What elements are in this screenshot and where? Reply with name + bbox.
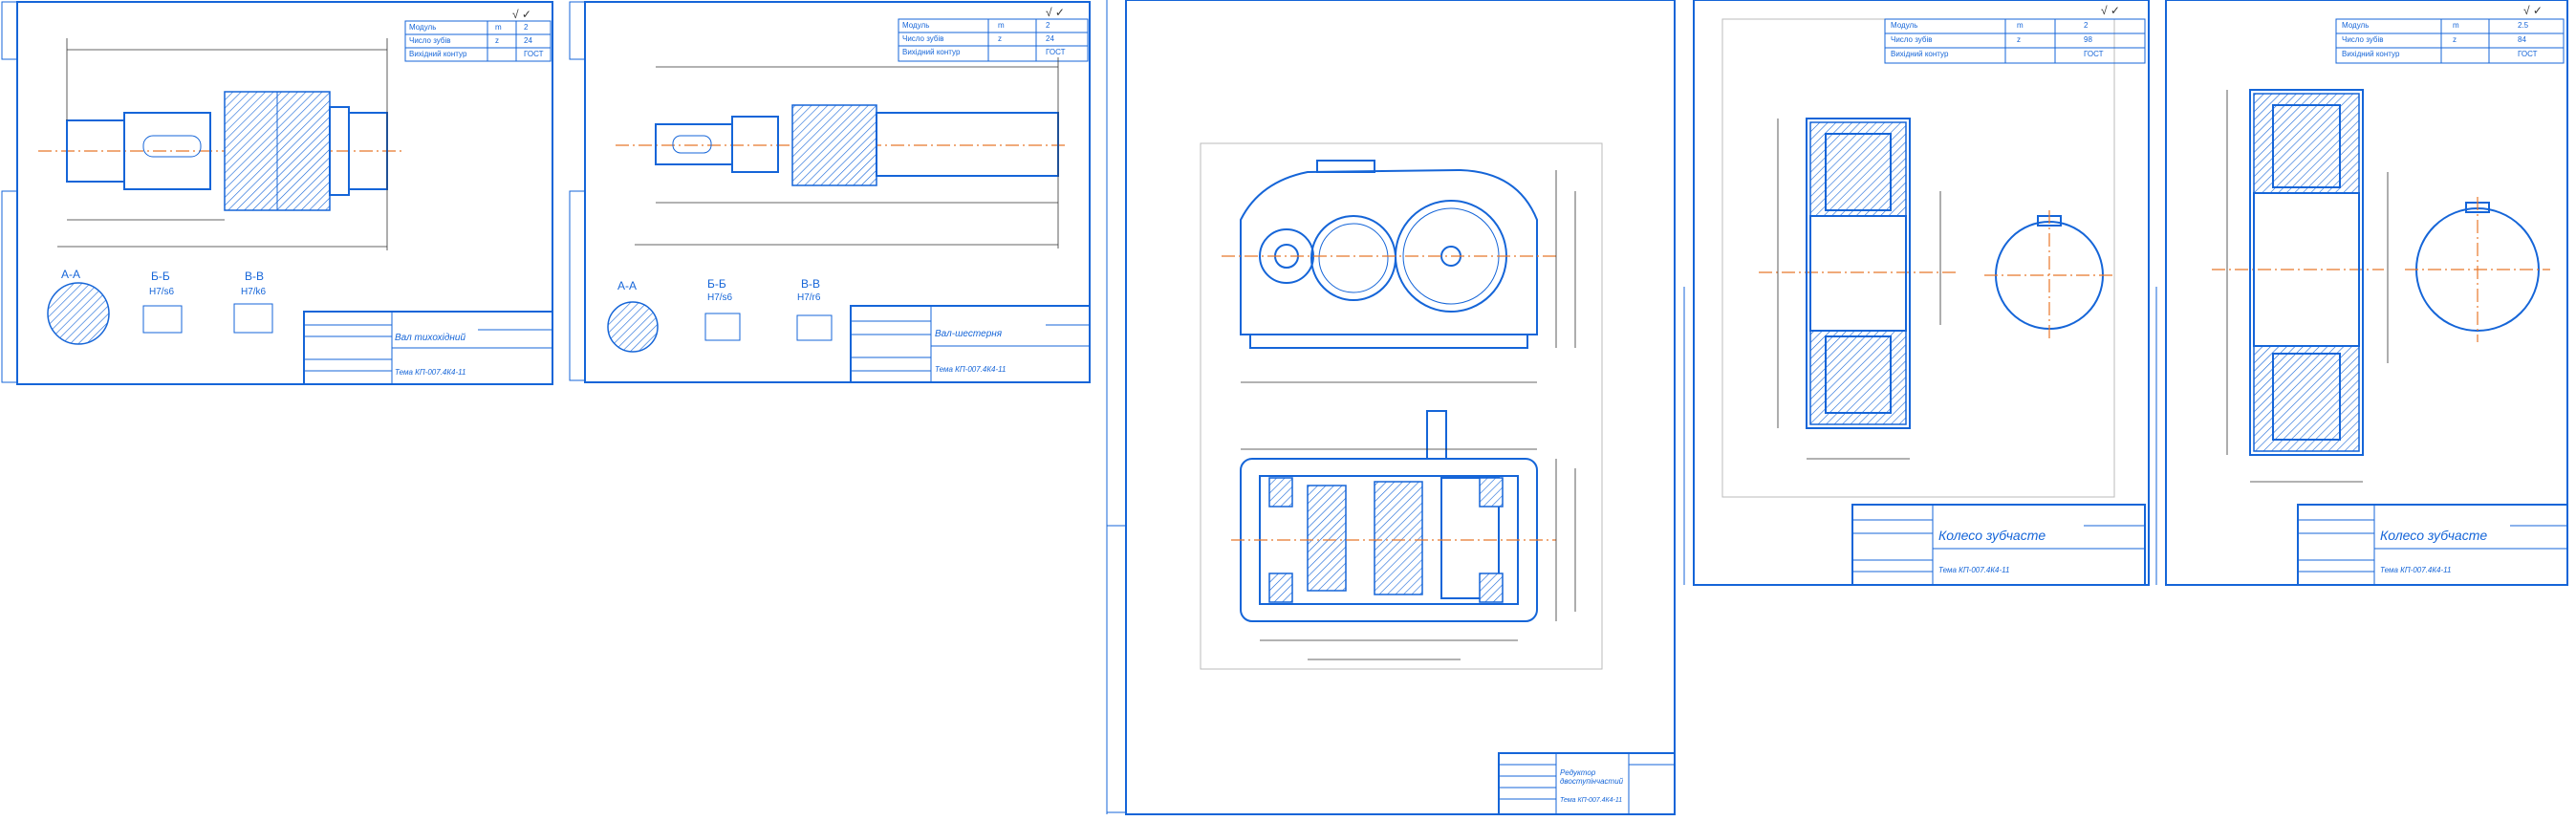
spec-label-1: Модуль: [902, 21, 930, 30]
section-label-c: В-В: [801, 277, 821, 291]
section-label-b: Б-Б: [151, 270, 170, 283]
gear-wheel-section: [2212, 89, 2389, 483]
section-views: [47, 282, 273, 345]
spec-label-3: Вихідний контур: [902, 48, 961, 56]
spec-symbol-2: z: [2453, 35, 2457, 44]
stamp-code: Тема КП-007.4К4-11: [1560, 797, 1623, 804]
spec-value-1: 2.5: [2518, 21, 2529, 30]
spec-table: [2335, 18, 2565, 64]
drawing-sheet-shaft-gear[interactable]: √ ✓ Модуль m 2 Число зубів z 24 Вихідний…: [568, 0, 1093, 386]
spec-value-3: ГОСТ: [524, 50, 544, 58]
spec-label-1: Модуль: [2342, 21, 2370, 30]
drawing-sheet-assembly[interactable]: Редуктор двоступінчастий Тема КП-007.4К4…: [1097, 0, 1678, 818]
shaft-drawing: [1, 1, 553, 385]
spec-value-2: 24: [524, 36, 532, 45]
title-block: [2297, 504, 2568, 586]
spec-symbol-1: m: [495, 23, 502, 32]
drawing-sheet-gear-wheel-2[interactable]: √ ✓ Модуль m 2.5 Число зубів z 84 Вихідн…: [2154, 0, 2571, 588]
section-label-a: А-А: [61, 268, 81, 281]
section-label-b: Б-Б: [707, 277, 726, 291]
spec-label-2: Число зубів: [409, 36, 451, 45]
fit-label-3: H7/r6: [797, 292, 821, 303]
spec-value-2: 84: [2518, 35, 2526, 44]
drawing-sheet-shaft[interactable]: √ ✓ Модуль m 2 Число зубів z 24 Вихідний…: [0, 0, 556, 392]
shaft-gear-drawing: [569, 1, 1091, 383]
roughness-mark: √ ✓: [2101, 4, 2120, 17]
spec-table: [404, 20, 552, 62]
gear-wheel-section: [1759, 118, 1959, 460]
spec-value-1: 2: [2084, 21, 2089, 30]
stamp-code: Тема КП-007.4К4-11: [1938, 566, 2010, 574]
spec-label-3: Вихідний контур: [2342, 50, 2400, 58]
spec-label-1: Модуль: [409, 23, 437, 32]
gear-wheel-1-drawing: [1683, 0, 2150, 586]
stamp-title: Колесо зубчасте: [1938, 528, 2046, 543]
spec-symbol-2: z: [495, 36, 499, 45]
spec-label-2: Число зубів: [1891, 35, 1933, 44]
roughness-mark: √ ✓: [2523, 4, 2543, 17]
title-block: [303, 311, 553, 385]
spec-symbol-2: z: [998, 34, 1002, 43]
spec-value-3: ГОСТ: [2084, 50, 2104, 58]
title-block: [1498, 752, 1676, 815]
fit-label-2: H7/k6: [241, 287, 267, 297]
spec-value-2: 98: [2084, 35, 2092, 44]
stamp-code: Тема КП-007.4К4-11: [935, 365, 1007, 374]
spec-label-3: Вихідний контур: [1891, 50, 1949, 58]
section-views: [607, 301, 833, 353]
spec-table: [1884, 18, 2146, 64]
spec-table: [898, 18, 1089, 62]
stamp-title: Вал тихохідний: [395, 333, 466, 343]
fit-label-1: H7/s6: [149, 287, 175, 297]
stamp-title: Колесо зубчасте: [2380, 528, 2488, 543]
spec-value-2: 24: [1046, 34, 1054, 43]
top-view: [1231, 410, 1576, 660]
hub-bore-view: [2405, 197, 2550, 342]
spec-value-1: 2: [1046, 21, 1050, 30]
hub-bore-view: [1984, 210, 2114, 340]
spec-label-3: Вихідний контур: [409, 50, 467, 58]
spec-label-2: Число зубів: [902, 34, 944, 43]
spec-symbol-1: m: [2453, 21, 2459, 30]
spec-symbol-1: m: [998, 21, 1005, 30]
title-block: [1851, 504, 2146, 586]
fit-label-1: H7/s6: [707, 292, 733, 303]
spec-symbol-1: m: [2017, 21, 2024, 30]
front-view: [1222, 160, 1576, 383]
spec-value-3: ГОСТ: [1046, 48, 1066, 56]
assembly-drawing: [1106, 0, 1676, 815]
spec-value-3: ГОСТ: [2518, 50, 2538, 58]
stamp-title: Редуктор двоступінчастий: [1560, 768, 1624, 786]
spec-value-1: 2: [524, 23, 529, 32]
shaft-gear-profile: [616, 57, 1065, 248]
spec-symbol-2: z: [2017, 35, 2021, 44]
shaft-profile: [38, 38, 401, 250]
roughness-mark: √ ✓: [512, 8, 531, 21]
stamp-code: Тема КП-007.4К4-11: [395, 368, 466, 377]
stamp-code: Тема КП-007.4К4-11: [2380, 566, 2452, 574]
section-label-a: А-А: [617, 279, 638, 292]
stamp-title: Вал-шестерня: [935, 329, 1003, 339]
title-block: [850, 305, 1091, 383]
spec-label-2: Число зубів: [2342, 35, 2384, 44]
section-label-c: В-В: [245, 270, 265, 283]
gear-wheel-2-drawing: [2155, 0, 2568, 586]
roughness-mark: √ ✓: [1046, 6, 1065, 19]
drawing-sheet-gear-wheel-1[interactable]: √ ✓ Модуль m 2 Число зубів z 98 Вихідний…: [1682, 0, 2151, 588]
spec-label-1: Модуль: [1891, 21, 1918, 30]
